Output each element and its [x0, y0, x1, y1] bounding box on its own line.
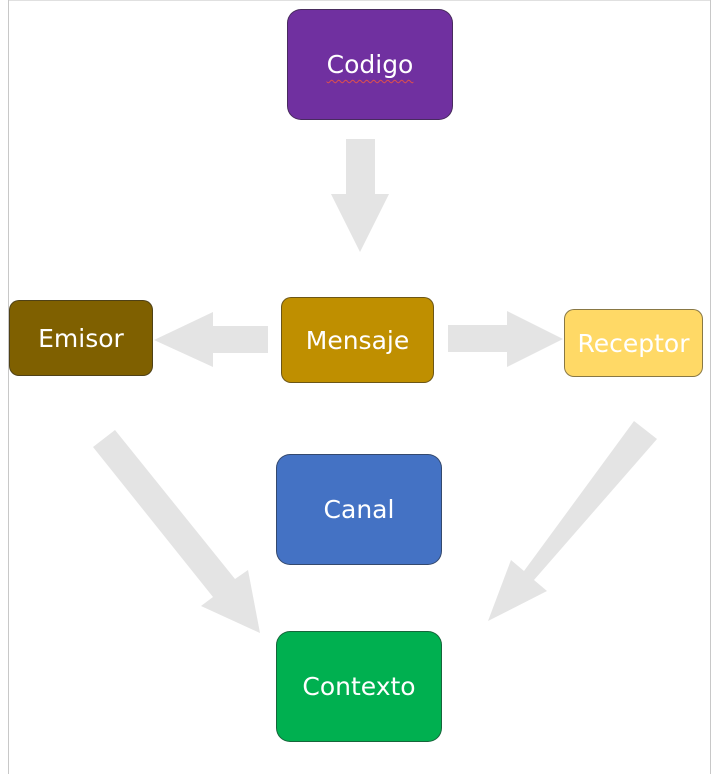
page-right-edge: [710, 0, 711, 774]
node-contexto: Contexto: [276, 631, 442, 742]
node-canal: Canal: [276, 454, 442, 565]
node-codigo: Codigo: [287, 9, 453, 120]
node-mensaje: Mensaje: [281, 297, 434, 383]
arrow-emisor-to-contexto: [93, 430, 260, 633]
page-left-edge: [8, 0, 9, 774]
arrow-receptor-to-contexto: [488, 421, 657, 621]
node-contexto-label: Contexto: [302, 672, 416, 701]
node-receptor: Receptor: [564, 309, 703, 377]
node-receptor-label: Receptor: [577, 328, 690, 358]
arrow-mensaje-to-emisor: [154, 312, 268, 367]
arrow-mensaje-to-receptor: [448, 311, 563, 367]
arrow-codigo-to-mensaje: [331, 139, 389, 252]
node-codigo-label: Codigo: [326, 50, 414, 79]
node-emisor-label: Emisor: [38, 323, 124, 353]
node-mensaje-label: Mensaje: [305, 325, 410, 355]
page-top-edge: [8, 0, 711, 1]
node-emisor: Emisor: [9, 300, 153, 376]
node-canal-label: Canal: [323, 495, 395, 524]
